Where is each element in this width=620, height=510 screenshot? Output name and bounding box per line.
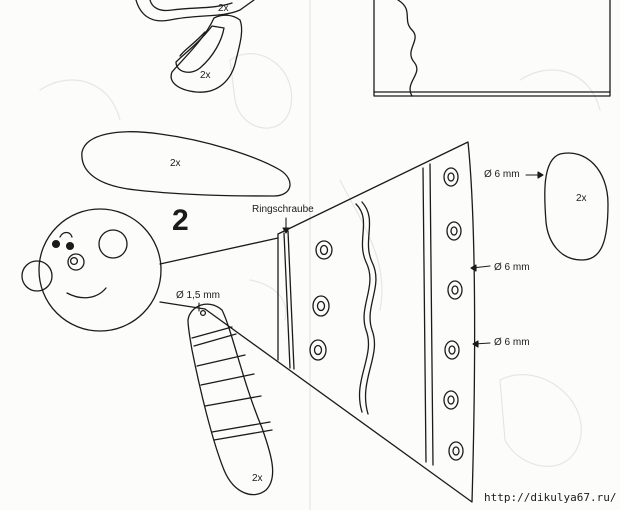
qty-label-top: 2x <box>218 3 229 14</box>
diameter-label-3: Ø 6 mm <box>494 337 530 348</box>
right-blob-part <box>544 152 609 261</box>
diameter-label-small: Ø 1,5 mm <box>176 290 220 301</box>
step-number: 2 <box>172 204 189 237</box>
ghost-print <box>39 0 601 510</box>
pointer-arrows <box>198 171 544 348</box>
watermark-url: http://dikulya67.ru/ <box>484 491 617 504</box>
qty-label-right-blob: 2x <box>576 193 587 204</box>
long-leaf-part <box>81 131 291 197</box>
diameter-label-1: Ø 6 mm <box>484 169 520 180</box>
face-part <box>21 208 162 332</box>
top-right-panel <box>373 0 611 97</box>
ring-screw-label: Ringschraube <box>252 204 314 215</box>
qty-label-arm: 2x <box>252 473 263 484</box>
diameter-label-2: Ø 6 mm <box>494 262 530 273</box>
dress-part <box>204 141 476 503</box>
qty-label-long-leaf: 2x <box>170 158 181 169</box>
arm-part <box>187 303 274 496</box>
qty-label-leaf: 2x <box>200 70 211 81</box>
top-left-leaf-part <box>135 0 255 93</box>
wire-lower <box>159 301 206 310</box>
wire-upper <box>159 237 279 265</box>
